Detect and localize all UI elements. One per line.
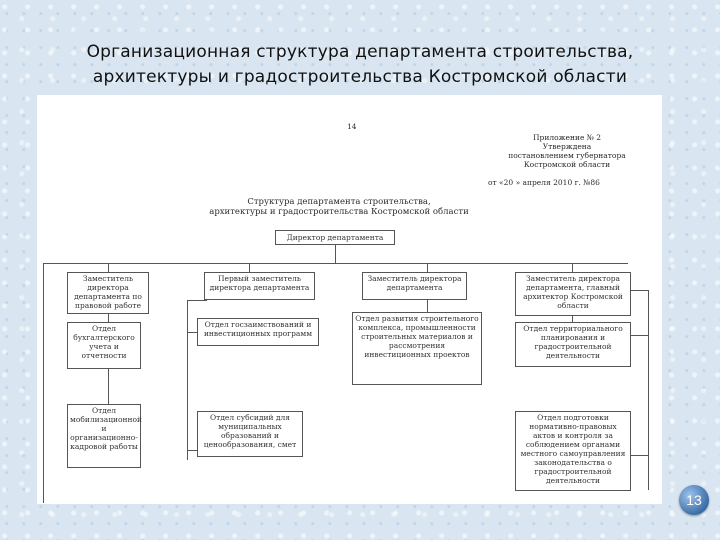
- document-page-number: 14: [347, 122, 357, 131]
- connector-line: [648, 290, 649, 490]
- connector-line: [572, 316, 573, 322]
- connector-line: [187, 300, 207, 301]
- approval-line: постановлением губернатора: [508, 151, 626, 160]
- slide-title: Организационная структура департамента с…: [0, 40, 720, 90]
- connector-line: [631, 455, 648, 456]
- connector-line: [187, 332, 197, 333]
- structure-title-line-1: Структура департамента строительства,: [247, 197, 431, 207]
- connector-line: [572, 263, 573, 272]
- connector-line: [249, 263, 250, 272]
- department-box: Отдел госзаимствований и инвестиционных …: [197, 318, 319, 346]
- connector-line: [427, 300, 428, 312]
- connector-line: [631, 290, 648, 291]
- structure-title: Структура департамента строительства, ар…: [209, 197, 469, 217]
- structure-title-line-2: архитектуры и градостроительства Костром…: [209, 207, 469, 217]
- approval-stamp: Приложение № 2 Утверждена постановлением…: [492, 133, 642, 169]
- approval-line: Утверждена: [542, 142, 592, 151]
- connector-line: [108, 314, 109, 322]
- department-box: Отдел подготовки нормативно-правовых акт…: [515, 411, 631, 491]
- deputy-box: Заместитель директора департамента, глав…: [515, 272, 631, 316]
- scanned-document: 14 Приложение № 2 Утверждена постановлен…: [37, 95, 662, 504]
- connector-line: [427, 263, 428, 272]
- connector-line: [43, 263, 628, 264]
- slide-title-line-2: архитектуры и градостроительства Костром…: [92, 67, 628, 87]
- connector-line: [187, 450, 197, 451]
- department-box: Отдел бухгалтерского учета и отчетности: [67, 322, 141, 369]
- connector-line: [108, 369, 109, 404]
- director-box: Директор департамента: [275, 230, 395, 245]
- department-box: Отдел развития строительного комплекса, …: [352, 312, 482, 385]
- connector-line: [108, 263, 109, 272]
- deputy-box: Первый заместитель директора департамент…: [204, 272, 315, 300]
- approval-line: Костромской области: [523, 160, 611, 169]
- page-number-badge: 13: [679, 485, 709, 515]
- approval-line: Приложение № 2: [532, 133, 602, 142]
- connector-line: [335, 245, 336, 263]
- approval-date: от «20 » апреля 2010 г. №86: [488, 178, 600, 187]
- connector-line: [43, 263, 44, 503]
- department-box: Отдел субсидий для муниципальных образов…: [197, 411, 303, 457]
- connector-line: [631, 335, 648, 336]
- deputy-box: Заместитель директора департамента по пр…: [67, 272, 149, 314]
- deputy-box: Заместитель директора департамента: [362, 272, 467, 300]
- connector-line: [187, 300, 188, 460]
- slide-title-line-1: Организационная структура департамента с…: [86, 42, 634, 62]
- department-box: Отдел мобилизационной и организационно-к…: [67, 404, 142, 468]
- department-box: Отдел территориального планирования и гр…: [515, 322, 631, 367]
